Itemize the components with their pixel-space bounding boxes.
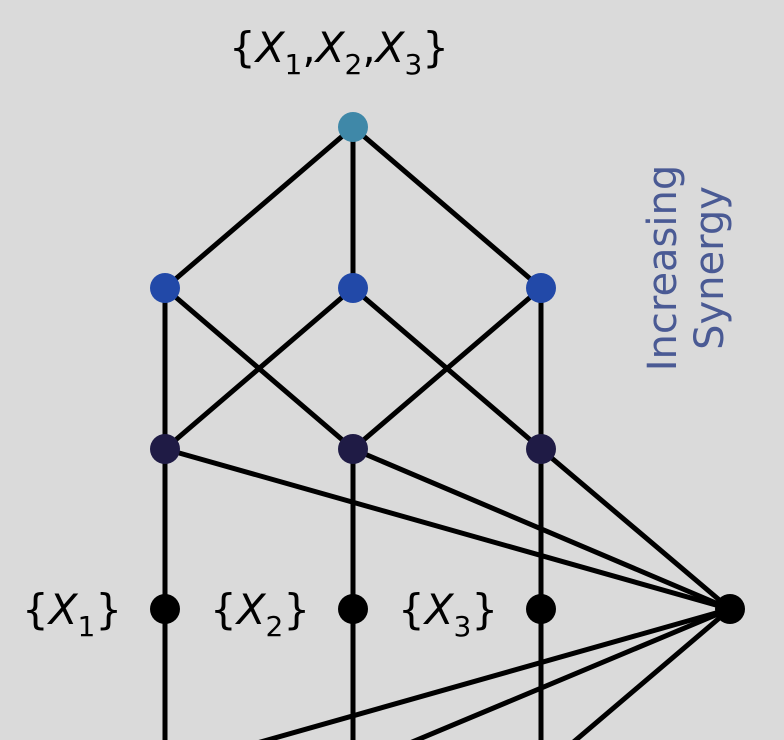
edge — [162, 285, 356, 452]
singleton-node — [526, 594, 556, 624]
top-node — [338, 112, 368, 142]
edge — [410, 606, 733, 740]
edges — [162, 124, 733, 740]
singleton-label-x1: {X1} — [22, 585, 122, 643]
singleton-node — [338, 594, 368, 624]
level3-node — [338, 434, 368, 464]
nodes — [150, 112, 745, 624]
level3-node — [150, 434, 180, 464]
level2-node — [526, 273, 556, 303]
level2-node — [338, 273, 368, 303]
edge — [350, 446, 733, 612]
edge — [572, 606, 733, 740]
edge — [162, 446, 733, 612]
edge — [162, 124, 356, 291]
edge — [350, 285, 544, 452]
side-label-line2: Synergy — [687, 186, 733, 350]
level3-node — [526, 434, 556, 464]
edge — [538, 446, 733, 612]
edge — [258, 606, 733, 740]
singleton-node — [150, 594, 180, 624]
top-set-label: {X1,X2,X3} — [229, 23, 449, 81]
side-label: Increasing Synergy — [640, 165, 733, 372]
singleton-label-x3: {X3} — [398, 585, 498, 643]
edge — [350, 124, 544, 291]
bottom-right-node — [715, 594, 745, 624]
level2-node — [150, 273, 180, 303]
singleton-label-x2: {X2} — [210, 585, 310, 643]
side-label-line1: Increasing — [640, 165, 686, 372]
